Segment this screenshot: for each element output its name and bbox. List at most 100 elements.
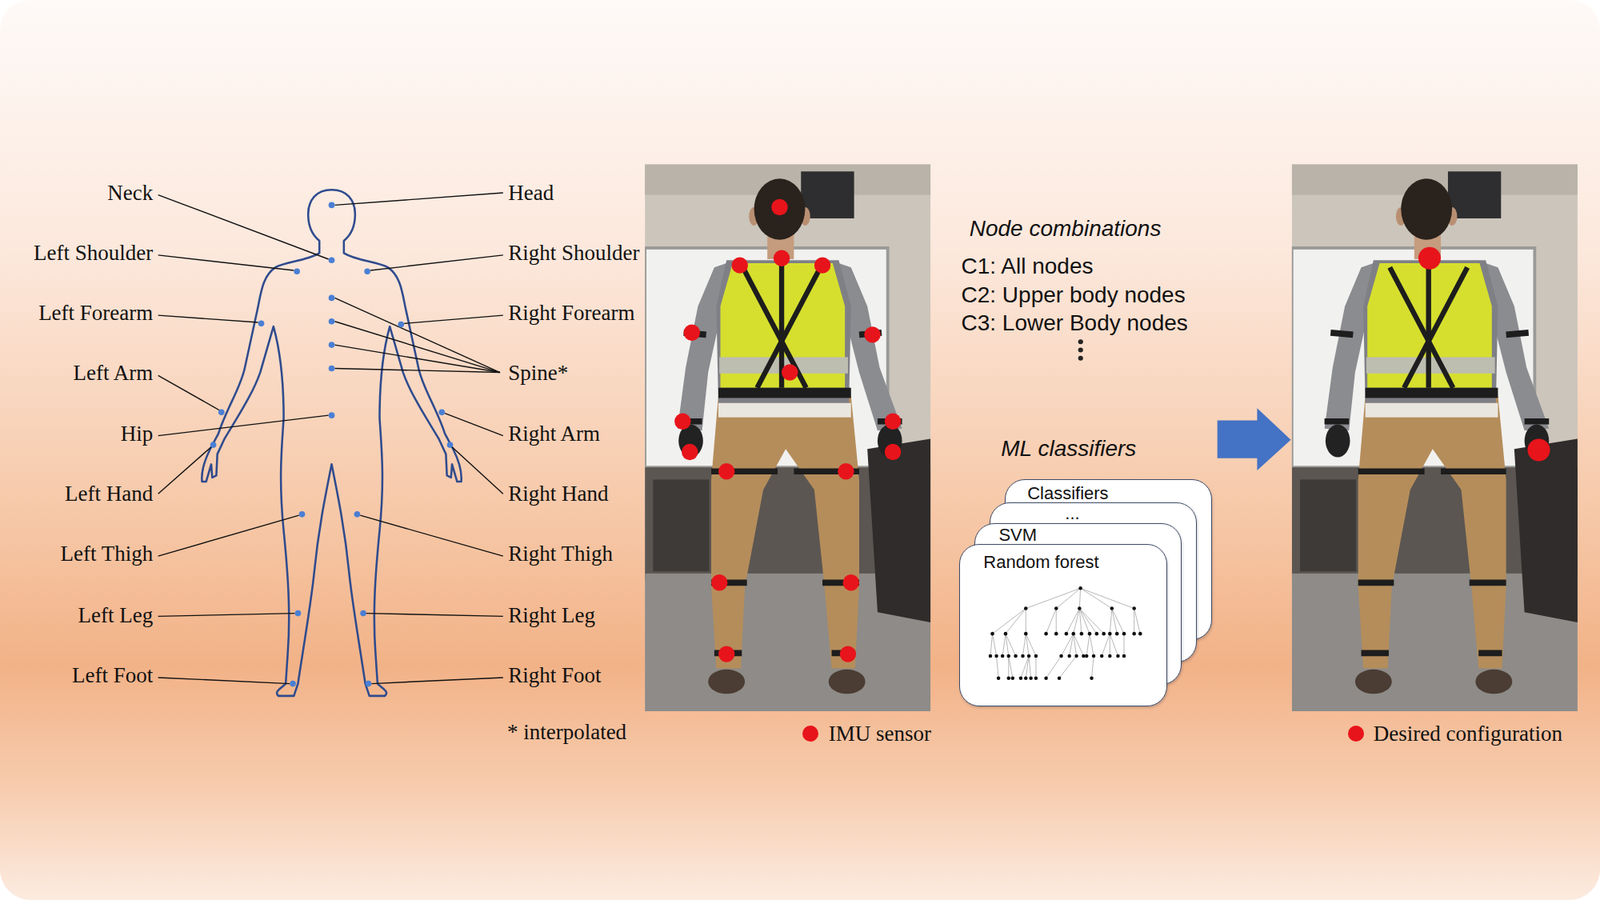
- part-label: Right Thigh: [508, 541, 613, 567]
- body-points: [397, 321, 404, 328]
- tree-node: [1024, 676, 1028, 680]
- tree-branch: [1056, 588, 1080, 608]
- tree-node: [1101, 632, 1106, 636]
- tree-branch: [1079, 608, 1104, 634]
- tree-node: [1108, 632, 1112, 636]
- tree-node: [1122, 632, 1127, 636]
- photo-scene: [1292, 164, 1578, 712]
- tree-node: [988, 653, 993, 658]
- tree-node: [1044, 676, 1048, 680]
- tree-branch: [1066, 608, 1080, 634]
- section-label: Node combinations: [969, 216, 1162, 242]
- part-label: Right Hand: [508, 481, 608, 507]
- tree-branch: [1079, 588, 1080, 608]
- leader-lines: [158, 613, 296, 617]
- leader-lines: [404, 315, 504, 324]
- leader-lines: [444, 413, 504, 436]
- part-label: Left Hand: [64, 481, 153, 507]
- tree-node: [1024, 606, 1028, 611]
- body-points: [328, 295, 336, 302]
- leader-lines: [158, 415, 329, 436]
- section-label: C1: All nodes: [961, 253, 1094, 280]
- photo-scene: [743, 267, 807, 388]
- part-label: Spine*: [508, 360, 568, 386]
- tree-branch: [1008, 656, 1009, 679]
- tree-branch: [1086, 633, 1090, 656]
- photo-scene: [652, 479, 709, 572]
- leader-lines: [158, 677, 291, 684]
- tree-node: [1024, 632, 1028, 636]
- tree-node: [1108, 653, 1112, 658]
- tree-node: [1088, 632, 1092, 636]
- tree-branch: [1109, 633, 1118, 656]
- body-points: [218, 408, 225, 416]
- tree-node: [1122, 653, 1127, 658]
- leader-lines: [366, 613, 504, 617]
- imu-dots: [814, 256, 831, 273]
- leader-lines: [334, 368, 500, 372]
- photo-scene: [743, 260, 821, 388]
- body-points: [438, 408, 445, 416]
- body-points: [328, 256, 336, 264]
- part-label: Head: [508, 180, 554, 206]
- tree-node: [1138, 632, 1143, 636]
- part-label: * interpolated: [507, 720, 627, 745]
- leader-lines: [158, 192, 504, 684]
- imu-dots: [718, 645, 735, 662]
- imu-dots: [718, 463, 735, 480]
- leader-lines: [158, 375, 220, 410]
- part-label: Neck: [107, 180, 153, 206]
- tree-node: [1006, 653, 1011, 658]
- imu-dots: [684, 324, 700, 341]
- leader-lines: [360, 515, 504, 556]
- leader-lines: [370, 255, 504, 271]
- imu-dots: [773, 250, 790, 267]
- leader-lines: [334, 321, 500, 373]
- body-points: [299, 511, 306, 518]
- tree-branch: [1056, 608, 1057, 634]
- imu-dots: [674, 413, 691, 430]
- tree-node: [1116, 653, 1120, 658]
- tree-branch: [1124, 633, 1125, 656]
- tree-branch: [1035, 656, 1036, 679]
- photo-scene: [867, 438, 931, 623]
- tree-branch: [1109, 608, 1112, 634]
- photo-scene: [708, 669, 745, 695]
- tree-node: [1013, 653, 1018, 658]
- body-points: [295, 610, 302, 617]
- tree-branch: [1002, 633, 1006, 656]
- leader-lines: [452, 447, 504, 495]
- tree-node: [1044, 632, 1048, 636]
- imu-dots: [732, 256, 748, 273]
- tree-node: [1080, 632, 1084, 636]
- leader-lines: [158, 315, 259, 323]
- tree-node: [1034, 676, 1039, 680]
- ellipsis-dots: [1078, 347, 1084, 352]
- leader-lines: [158, 255, 295, 271]
- tree-node: [1020, 653, 1025, 658]
- tree-branch: [1005, 608, 1026, 634]
- photo-scene: [718, 403, 852, 418]
- ellipsis-dots: [1078, 339, 1084, 344]
- tree-node: [1067, 653, 1072, 658]
- tree-branch: [1022, 633, 1026, 656]
- tree-node: [1078, 586, 1083, 591]
- tree-branch: [996, 656, 1000, 679]
- photo-scene: [644, 164, 931, 712]
- body-points: [328, 318, 336, 325]
- tree-node: [1095, 632, 1100, 636]
- tree-node: [1057, 676, 1062, 680]
- body-points: [447, 441, 454, 448]
- tree-node: [1006, 676, 1011, 680]
- tree-node: [996, 676, 1001, 680]
- tree-node: [1027, 653, 1032, 658]
- tree-node: [1100, 653, 1104, 658]
- body-points: [360, 610, 367, 617]
- tree-node: [1054, 632, 1059, 636]
- part-label: Left Thigh: [60, 541, 154, 567]
- imu-dots: [781, 364, 798, 380]
- body-points: [210, 441, 217, 448]
- imu-dots: [711, 574, 728, 591]
- tree-node: [1019, 676, 1024, 680]
- tree-branch: [1089, 633, 1094, 656]
